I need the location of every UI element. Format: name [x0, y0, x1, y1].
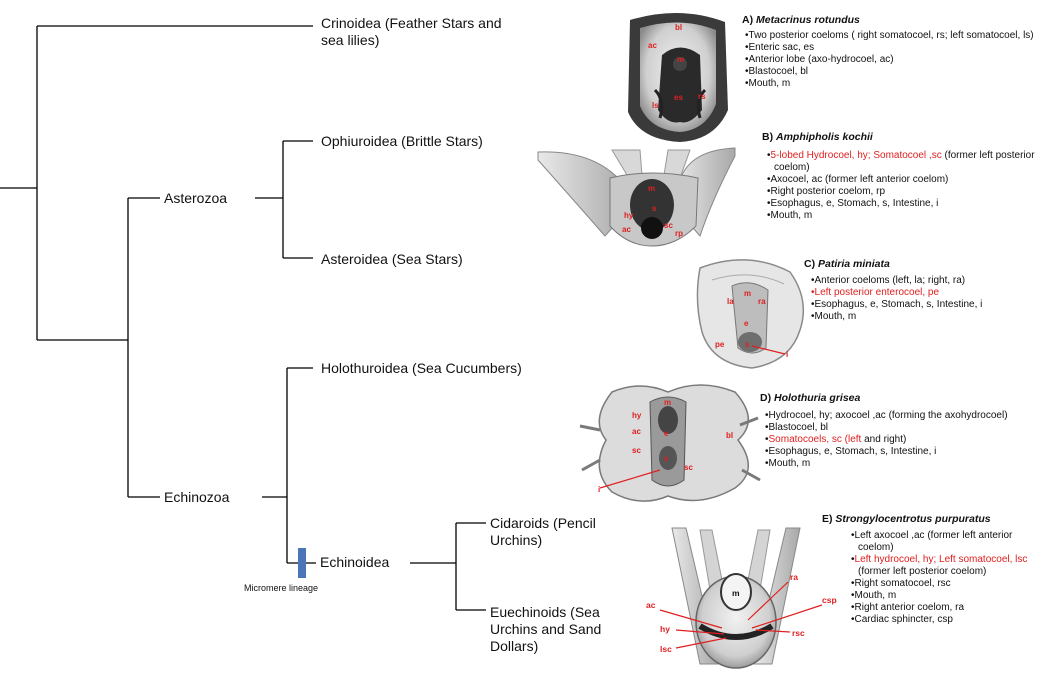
- panel-item-segment: and right): [861, 434, 907, 445]
- panel-e-title: E) Strongylocentrotus purpuratus: [822, 513, 991, 525]
- embryo-label: ra: [758, 297, 766, 306]
- panel-item: Cardiac sphincter, csp: [850, 614, 1046, 626]
- panel-item: Mouth, m: [764, 458, 1044, 470]
- panel-item: Hydrocoel, hy; axocoel ,ac (forming the …: [764, 410, 1044, 422]
- panel-item: Mouth, m: [850, 590, 1046, 602]
- clade-echinozoa: Echinozoa: [164, 489, 230, 505]
- embryo-e-image: m ra csp rsc ac hy lsc: [646, 527, 837, 669]
- embryo-label: lsc: [660, 644, 672, 654]
- panel-item: Somatocoels, sc (left and right): [764, 434, 1044, 446]
- panel-item: Enteric sac, es: [744, 42, 1050, 54]
- embryo-label: rp: [675, 229, 683, 238]
- embryo-label: ac: [648, 41, 657, 50]
- embryo-d-image: m hy ac e bl sc s sc i: [579, 384, 761, 502]
- embryo-label: pe: [715, 340, 725, 349]
- micromere-lineage-label: Micromere lineage: [244, 583, 319, 593]
- tree-branches: [0, 25, 486, 611]
- leaf-holothuroidea: Holothuroidea (Sea Cucumbers): [321, 360, 522, 376]
- panel-item: Left hydrocoel, hy; Left somatocoel, lsc…: [850, 554, 1046, 578]
- embryo-label: i: [786, 350, 788, 359]
- embryo-label: hy: [660, 624, 670, 634]
- embryo-label: m: [732, 588, 740, 598]
- panel-b-title: B) Amphipholis kochii: [762, 131, 873, 143]
- clade-asterozoa: Asterozoa: [164, 190, 228, 206]
- embryo-label: m: [744, 289, 751, 298]
- embryo-label: m: [677, 55, 684, 64]
- panel-item: Two posterior coeloms ( right somatocoel…: [744, 30, 1050, 42]
- panel-item: Right anterior coelom, ra: [850, 602, 1046, 614]
- panel-item: 5-lobed Hydrocoel, hy; Somatocoel ,sc (f…: [766, 150, 1046, 174]
- panel-c-title: C) Patiria miniata: [804, 258, 890, 270]
- panel-item-segment: Somatocoels, sc (left: [768, 434, 862, 445]
- clade-echinoidea: Echinoidea: [320, 554, 390, 570]
- panel-item: Blastocoel, bl: [744, 66, 1050, 78]
- embryo-label: sc: [684, 463, 693, 472]
- panel-item-segment: Left hydrocoel, hy; Left somatocoel, lsc: [854, 554, 1028, 565]
- embryo-label: e: [664, 429, 669, 438]
- embryo-label: bl: [675, 23, 682, 32]
- panel-item: Right posterior coelom, rp: [766, 186, 1046, 198]
- leaf-crinoidea: Crinoidea (Feather Stars and sea lilies): [321, 15, 502, 48]
- embryo-label: ac: [646, 600, 656, 610]
- panel-item: Left axocoel ,ac (former left anterior c…: [850, 530, 1046, 554]
- embryo-label: hy: [624, 211, 634, 220]
- embryo-label: rsc: [792, 628, 805, 638]
- panel-e-list: Left axocoel ,ac (former left anterior c…: [850, 530, 1046, 626]
- embryo-label: ac: [622, 225, 631, 234]
- embryo-label: ls: [652, 101, 659, 110]
- panel-a-list: Two posterior coeloms ( right somatocoel…: [744, 30, 1050, 90]
- panel-item: Right somatocoel, rsc: [850, 578, 1046, 590]
- embryo-c-image: m la ra e pe s i: [696, 259, 805, 369]
- panel-d-list: Hydrocoel, hy; axocoel ,ac (forming the …: [764, 410, 1044, 470]
- panel-a-title: A) Metacrinus rotundus: [742, 14, 860, 26]
- leaf-asteroidea: Asteroidea (Sea Stars): [321, 251, 463, 267]
- embryo-label: e: [744, 319, 749, 328]
- embryo-label: hy: [632, 411, 642, 420]
- panel-item: Mouth, m: [810, 311, 1006, 323]
- panel-item: Left posterior enterocoel, pe: [810, 287, 1006, 299]
- embryo-a-image: ac bl m ls es rs: [628, 12, 728, 142]
- embryo-label: s: [652, 204, 657, 213]
- panel-item: Esophagus, e, Stomach, s, Intestine, i: [764, 446, 1044, 458]
- panel-item-segment: (former left posterior coelom): [774, 150, 1035, 173]
- embryo-label: s: [664, 454, 669, 463]
- embryo-label: s: [745, 340, 750, 349]
- leaf-euechinoids: Euechinoids (Sea Urchins and Sand Dollar…: [490, 604, 602, 654]
- panel-b-list: 5-lobed Hydrocoel, hy; Somatocoel ,sc (f…: [766, 150, 1046, 222]
- embryo-label: ra: [790, 572, 798, 582]
- micromere-lineage-marker: [298, 548, 306, 578]
- embryo-label: bl: [726, 431, 733, 440]
- embryo-label: m: [648, 184, 655, 193]
- embryo-label: csp: [822, 595, 837, 605]
- embryo-label: ac: [632, 427, 641, 436]
- leaf-ophiuroidea: Ophiuroidea (Brittle Stars): [321, 133, 483, 149]
- panel-item-segment: (former left posterior coelom): [858, 566, 987, 577]
- panel-d-title: D) Holothuria grisea: [760, 392, 861, 404]
- panel-item: Esophagus, e, Stomach, s, Intestine, i: [766, 198, 1046, 210]
- panel-item: Mouth, m: [766, 210, 1046, 222]
- panel-c-list: Anterior coeloms (left, la; right, ra)Le…: [810, 275, 1006, 323]
- panel-item: Axocoel, ac (former left anterior coelom…: [766, 174, 1046, 186]
- embryo-label: m: [664, 398, 671, 407]
- embryo-label: la: [727, 297, 734, 306]
- leaf-cidaroids: Cidaroids (Pencil Urchins): [490, 515, 596, 548]
- panel-item: Mouth, m: [744, 78, 1050, 90]
- embryo-label: sc: [664, 221, 673, 230]
- embryo-label: sc: [632, 446, 641, 455]
- panel-item: Anterior coeloms (left, la; right, ra): [810, 275, 1006, 287]
- panel-item: Anterior lobe (axo-hydrocoel, ac): [744, 54, 1050, 66]
- panel-item: Blastocoel, bl: [764, 422, 1044, 434]
- embryo-label: es: [674, 93, 683, 102]
- panel-item: Esophagus, e, Stomach, s, Intestine, i: [810, 299, 1006, 311]
- panel-item-segment: 5-lobed Hydrocoel, hy; Somatocoel ,sc: [770, 150, 942, 161]
- embryo-label: rs: [698, 92, 706, 101]
- embryo-label: i: [598, 485, 600, 494]
